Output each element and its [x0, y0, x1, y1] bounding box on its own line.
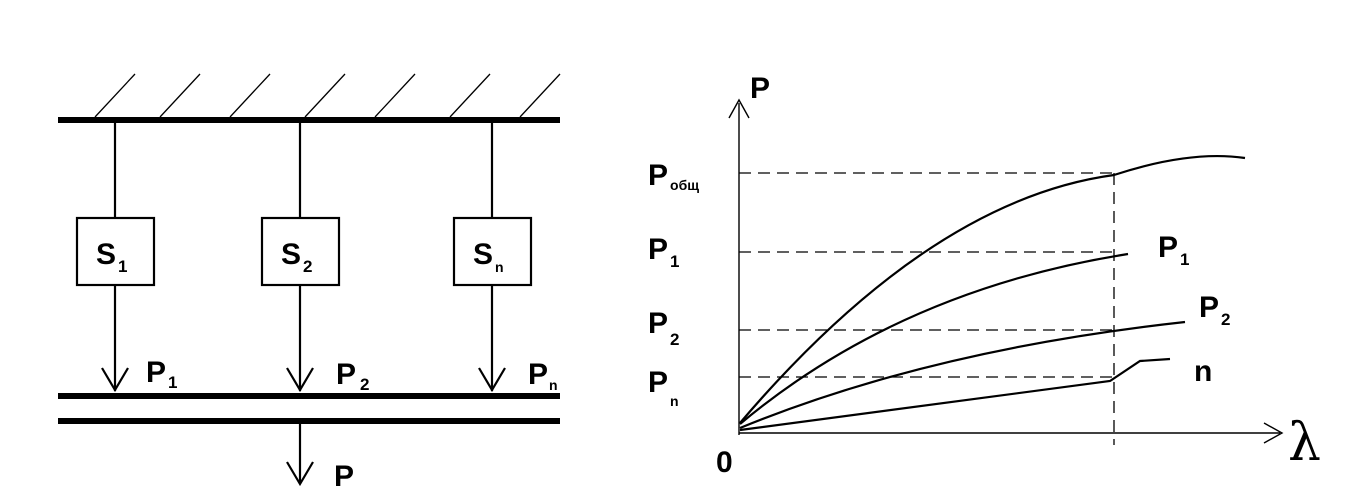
force-label-n: Pn [528, 358, 558, 393]
y-axis-label: P [750, 72, 770, 105]
x-axis-label: λ [1288, 413, 1321, 473]
y-axis-arrow [728, 98, 750, 119]
box-1-label: S [96, 238, 116, 271]
svg-text:S1: S1 [96, 238, 127, 276]
curve-n [739, 357, 1171, 432]
curve-total [739, 154, 1246, 424]
element-links [113, 120, 494, 484]
box-2-subscript: 2 [303, 257, 312, 276]
box-n-subscript: n [495, 259, 504, 275]
svg-text:S2: S2 [281, 238, 312, 276]
curve-p2 [739, 320, 1186, 430]
force-arrowheads [101, 367, 506, 487]
x-axis-arrow [1263, 422, 1284, 444]
box-1-subscript: 1 [118, 257, 127, 276]
curve-label-n: n [1194, 355, 1212, 388]
level-label-pn: Pn [648, 366, 679, 409]
support-hatching [94, 73, 561, 118]
svg-text:Sn: Sn [473, 238, 504, 275]
box-n-label: S [473, 238, 493, 271]
box-2-label: S [281, 238, 301, 271]
curve-p1 [739, 252, 1129, 425]
curves [739, 154, 1246, 432]
origin-label: 0 [716, 446, 733, 479]
total-force-label: P [334, 460, 354, 493]
